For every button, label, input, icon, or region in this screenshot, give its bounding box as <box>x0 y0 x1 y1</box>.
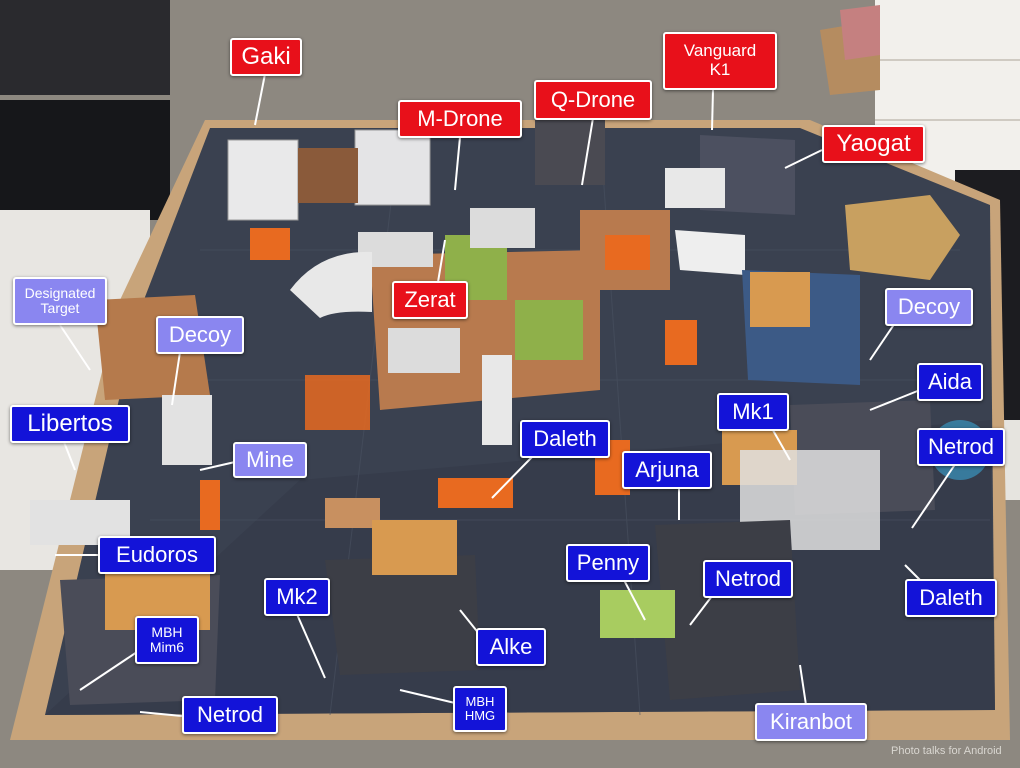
label-m-drone: M-Drone <box>398 100 522 138</box>
label-mine: Mine <box>233 442 307 478</box>
label-yaogat: Yaogat <box>822 125 925 163</box>
label-gaki: Gaki <box>230 38 302 76</box>
label-q-drone: Q-Drone <box>534 80 652 120</box>
label-daleth-right: Daleth <box>905 579 997 617</box>
label-mbh-hmg: MBH HMG <box>453 686 507 732</box>
storage-bin <box>0 100 170 220</box>
label-eudoros: Eudoros <box>98 536 216 574</box>
label-penny: Penny <box>566 544 650 582</box>
label-arjuna: Arjuna <box>622 451 712 489</box>
label-netrod-right: Netrod <box>917 428 1005 466</box>
label-netrod-mid: Netrod <box>703 560 793 598</box>
label-decoy-left: Decoy <box>156 316 244 354</box>
label-mk2: Mk2 <box>264 578 330 616</box>
label-kiranbot: Kiranbot <box>755 703 867 741</box>
label-decoy-right: Decoy <box>885 288 973 326</box>
label-mbh-mim6: MBH Mim6 <box>135 616 199 664</box>
label-mk1: Mk1 <box>717 393 789 431</box>
pink-bag <box>840 5 880 60</box>
top-left-mat <box>0 0 170 95</box>
label-libertos: Libertos <box>10 405 130 443</box>
label-aida: Aida <box>917 363 983 401</box>
label-netrod-left: Netrod <box>182 696 278 734</box>
label-pointers <box>55 73 959 717</box>
label-zerat: Zerat <box>392 281 468 319</box>
photo-credit-watermark: Photo talks for Android <box>891 745 1002 757</box>
label-daleth-center: Daleth <box>520 420 610 458</box>
label-alke: Alke <box>476 628 546 666</box>
label-designated-target: Designated Target <box>13 277 107 325</box>
label-vanguard-k1: Vanguard K1 <box>663 32 777 90</box>
